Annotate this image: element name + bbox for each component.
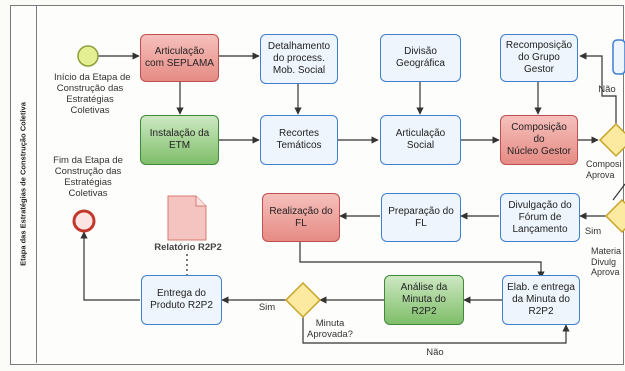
label-line: Aprova [586, 169, 615, 180]
flow-label-sim-minuta: Sim [258, 302, 276, 313]
flow-nao-to-elab [302, 317, 570, 344]
task-label-line: FL [415, 217, 427, 229]
task-label-line: Lançamento [512, 223, 568, 235]
flow-label-nao-minuta: Não [426, 347, 444, 358]
task-label-line: Instalação da [149, 128, 210, 139]
label-line: Coletivas [70, 105, 110, 116]
task-label-line: Detalhamento [267, 41, 331, 52]
label-line: Coletivas [68, 188, 108, 199]
label-line: Composi [586, 159, 622, 169]
label-line: Materia [591, 246, 622, 256]
task-label-line: do process. [273, 53, 325, 64]
label-line: Minuta [315, 318, 345, 329]
label-line: Início da Etapa de [54, 72, 131, 83]
task-label-line: Recomposição [505, 40, 573, 51]
task-label-line: Gestor [523, 64, 554, 75]
task-label-line: do Grupo [518, 52, 560, 63]
task-label-line: Análise da [400, 282, 448, 293]
task-label-line: Preparação do [388, 205, 454, 217]
label-line: Estratégias [64, 177, 112, 188]
label-line: Fim da Etapa de [53, 155, 123, 166]
label-line: Aprova [591, 267, 620, 277]
task-label-line: Divisão [404, 46, 437, 57]
task-label-line: Recortes [278, 128, 319, 139]
task-label-line: Articulação [154, 46, 205, 57]
task-label-line: Produto R2P2 [150, 300, 213, 311]
task-label-line: Temáticos [276, 140, 322, 151]
task-label-line: Elab. e entrega [507, 282, 575, 293]
flow-material-in [612, 183, 625, 201]
label-line: Construção das [54, 166, 122, 177]
end-event [72, 209, 96, 233]
flow-realizacao-to-elab [299, 242, 545, 279]
document-icon [167, 195, 207, 241]
task-label-line: Composição do [511, 122, 567, 145]
task-label-line: Mob. Social [272, 65, 326, 76]
task-label-line: FL [295, 217, 307, 229]
task-label-line: R2P2 [411, 306, 437, 317]
task-label-line: Social [406, 140, 435, 151]
task-label-line: ETM [168, 140, 191, 151]
label-line: Construção das [56, 83, 124, 94]
gateway-minuta-aprovada [284, 281, 322, 319]
flow-label-sim-material: Sim [584, 226, 602, 237]
task-label-line: da Minuta do [512, 294, 570, 305]
document-label: Relatório R2P2 [154, 242, 222, 253]
task-label-line: Fórum de [518, 211, 562, 223]
task-label-line: R2P2 [528, 306, 554, 317]
task-label-line: Entrega do [157, 288, 206, 299]
swimlane-header [10, 5, 37, 363]
task-label-line: Divulgação do [508, 199, 572, 211]
label-line: Estratégias [66, 94, 114, 105]
task-label-line: Núcleo Gestor [507, 146, 571, 157]
flow-label-nao-top: Não [598, 84, 616, 95]
gateway-material-aprovado [604, 198, 625, 234]
start-event [77, 45, 99, 67]
task-label-line: Articulação [395, 128, 446, 139]
task-label-line: Realização do [269, 205, 333, 217]
flow-nao-to-recomposicao [579, 52, 617, 124]
flow-entrega-to-end [80, 231, 140, 301]
task-label-line: Geográfica [396, 58, 445, 69]
task-label-line: com SEPLAMA [145, 58, 214, 69]
task-label-line: Minuta do [402, 294, 446, 305]
top-right-edge-element [612, 39, 625, 75]
label-line: Aprovada? [307, 329, 353, 340]
gateway-composicao-aprovada [598, 122, 625, 158]
label-line: Divulg [591, 256, 617, 267]
